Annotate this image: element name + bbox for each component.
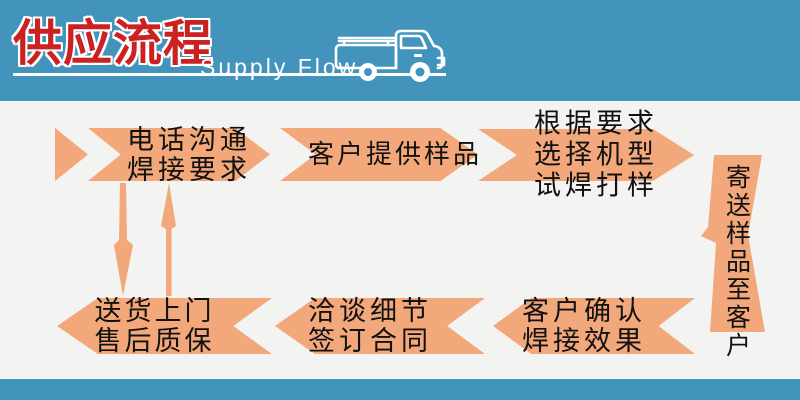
step-line: 试焊打样 (534, 170, 658, 201)
up-arrow-icon (161, 183, 176, 296)
down-arrow-icon (114, 183, 133, 296)
step-line: 焊接要求 (127, 154, 251, 185)
loop-connector-arrows (114, 183, 176, 296)
step-line: 送货上门 (94, 296, 215, 326)
step-customer-confirm: 客户确认 焊接效果 (493, 296, 695, 356)
step-line: 选择机型 (534, 139, 658, 170)
header-banner: 供应流程 Supply Flow (0, 0, 800, 101)
step-send-sample: 寄送样品至客户 (701, 155, 767, 360)
page-title: 供应流程 (13, 17, 214, 71)
step-line: 寄送样品至客户 (722, 164, 750, 360)
step-line: 签订合同 (308, 326, 432, 356)
step-line: 售后质保 (94, 326, 215, 356)
delivery-truck-icon (334, 29, 446, 82)
step-delivery-aftersales: 送货上门 售后质保 (57, 296, 272, 356)
step-line: 客户确认 (522, 296, 646, 326)
footer-bar (0, 379, 800, 400)
flow-start-chevron (55, 128, 88, 181)
step-line: 根据要求 (534, 108, 658, 139)
step-line: 焊接效果 (522, 326, 646, 356)
step-line: 客户提供样品 (308, 139, 483, 169)
step-line: 电话沟通 (127, 124, 251, 155)
step-select-machine-trial: 根据要求 选择机型 试焊打样 (478, 109, 694, 201)
step-phone-requirements: 电话沟通 焊接要求 (88, 124, 270, 185)
step-customer-sample: 客户提供样品 (280, 128, 483, 181)
step-negotiate-contract: 洽谈细节 签订合同 (275, 296, 485, 356)
step-line: 洽谈细节 (308, 296, 432, 326)
title-underline (13, 73, 446, 76)
